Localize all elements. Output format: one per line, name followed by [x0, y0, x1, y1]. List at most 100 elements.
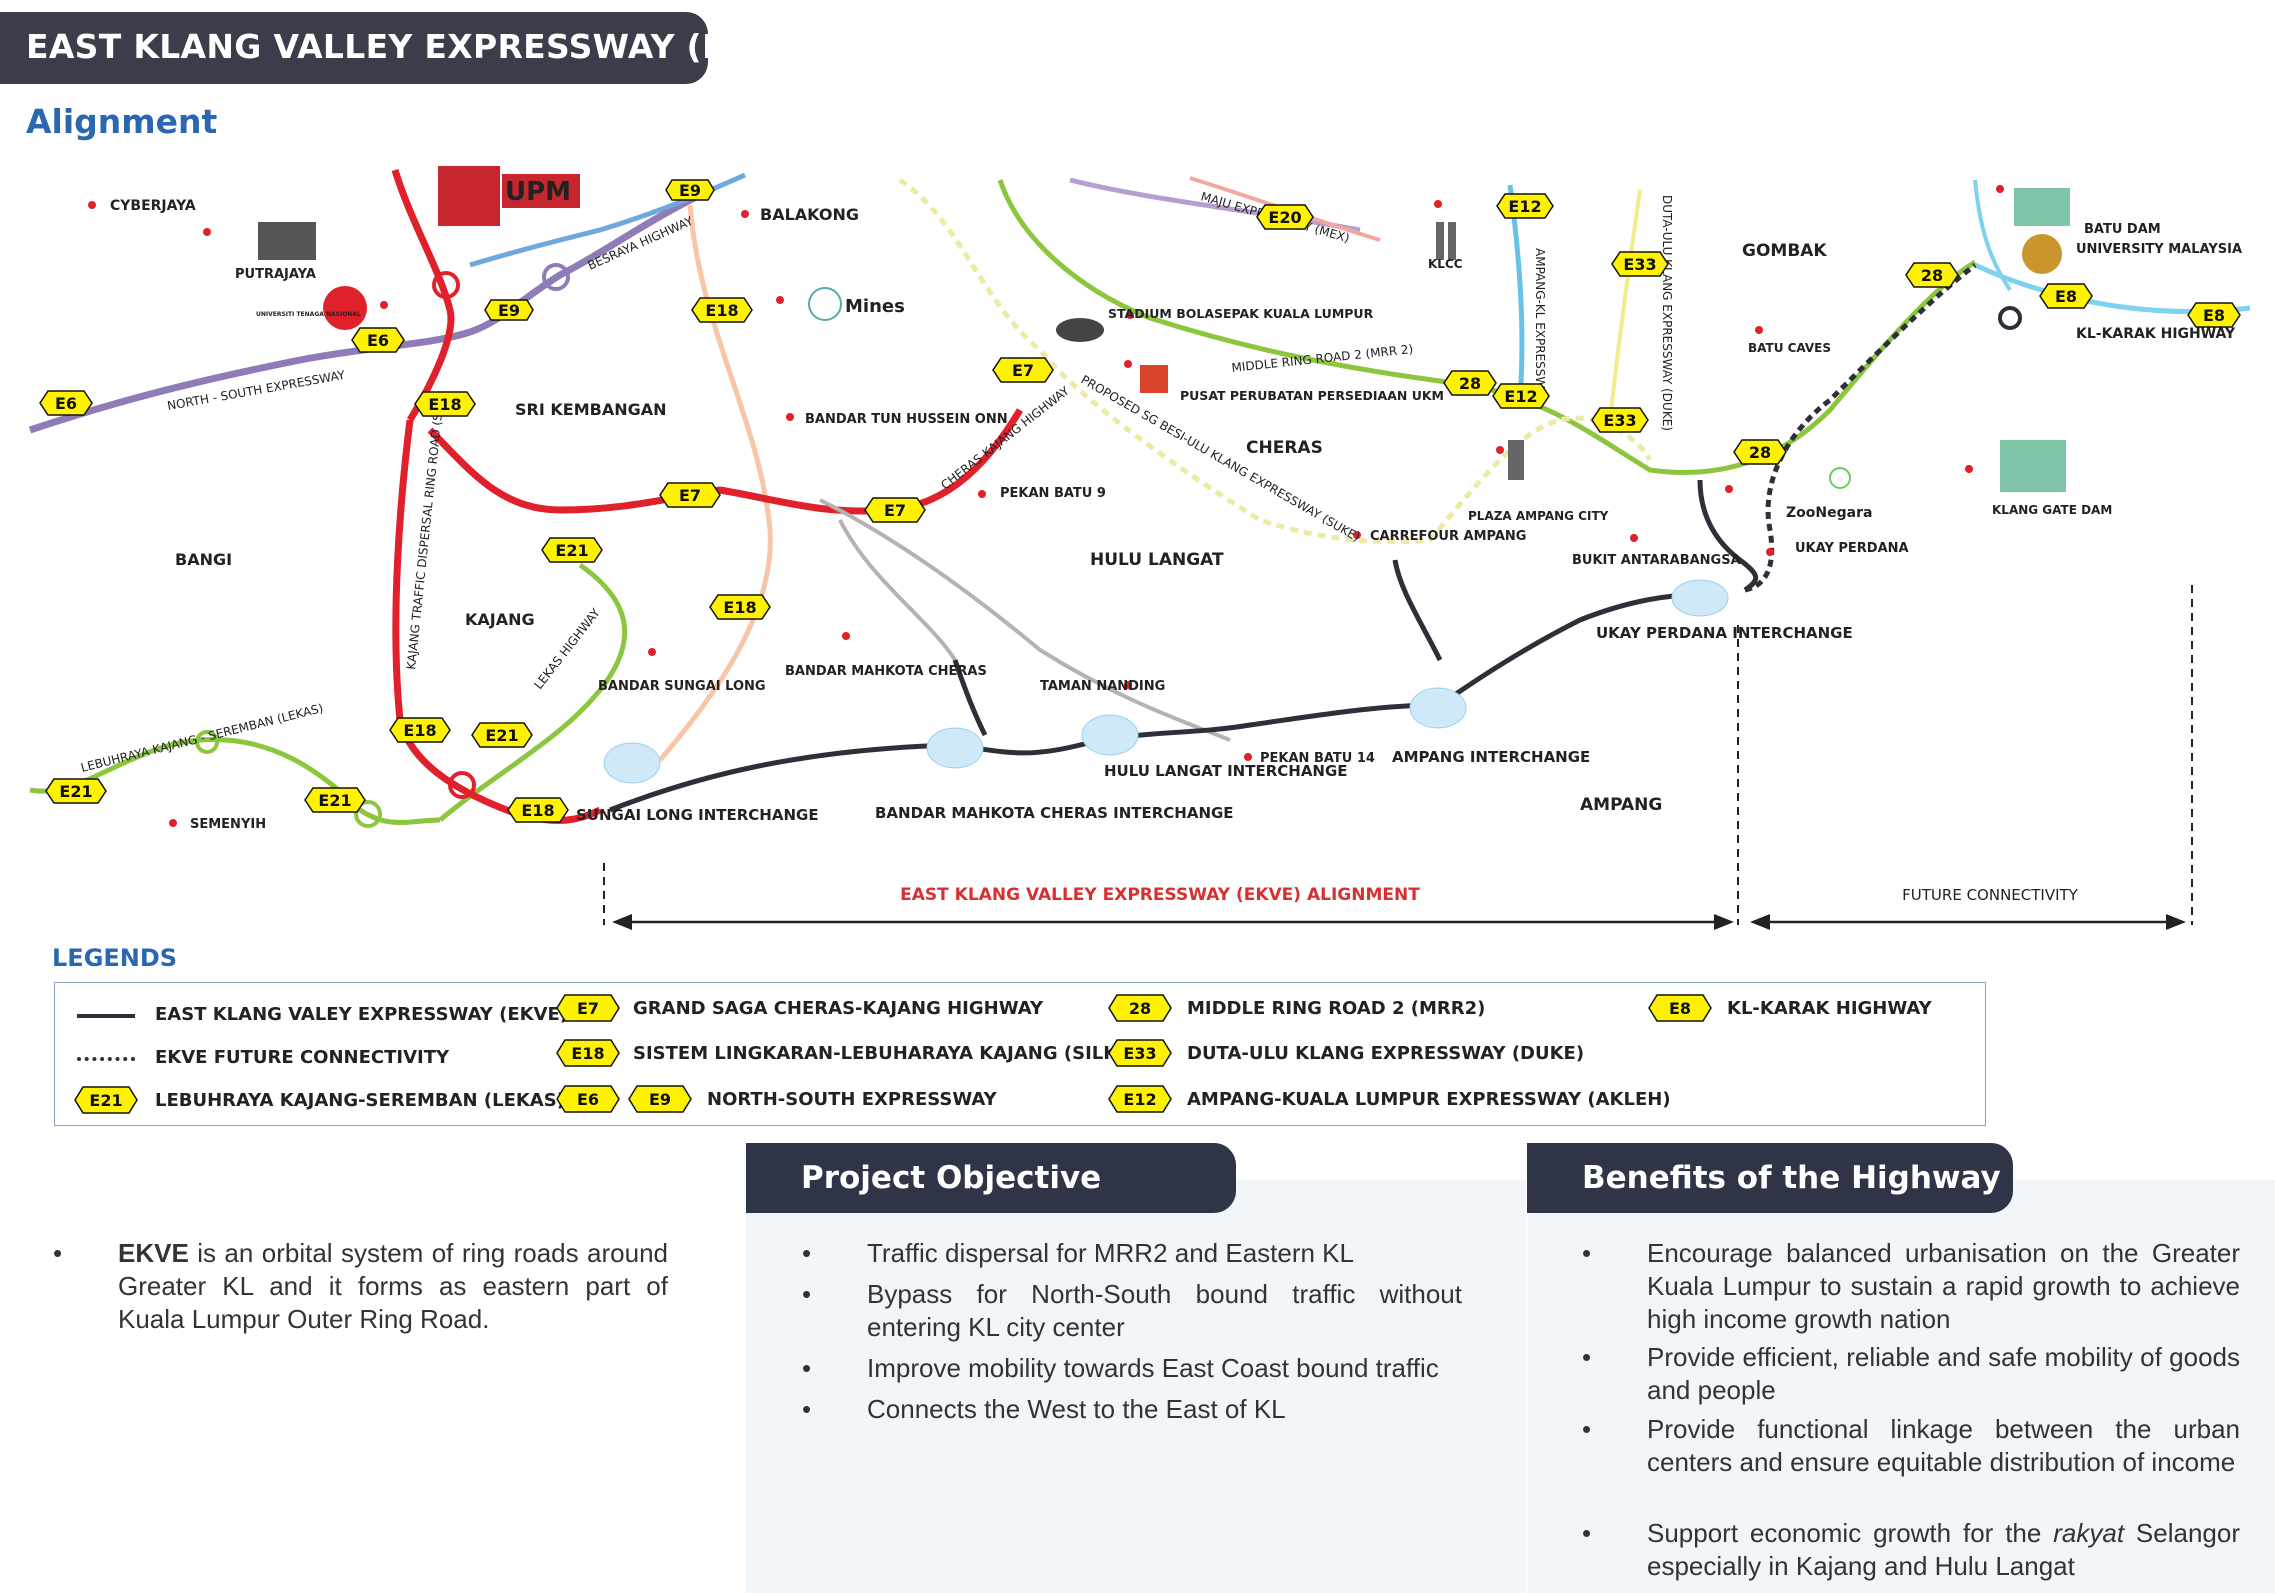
- duke-label: DUTA-ULU KLANG EXPRESSWAY (DUKE): [1660, 195, 1674, 431]
- e20-shield-icon: E20: [1256, 204, 1314, 230]
- carrefour-ampang-dot: [1353, 531, 1361, 539]
- stadium-dot: [1126, 311, 1134, 319]
- e7-shield-3-icon: E7: [992, 357, 1054, 383]
- batu-caves-dot: [1755, 326, 1763, 334]
- kl-karak-interchange-icon: [1998, 306, 2022, 330]
- sungai-long-interchange-label: SUNGAI LONG INTERCHANGE: [576, 806, 819, 824]
- besraya-interchange-icon: [542, 263, 570, 291]
- e21-shield-3-icon: E21: [45, 778, 107, 804]
- ekve-ukay-spur-road: [1697, 479, 1759, 593]
- benefits-item: Provide functional linkage between the u…: [1582, 1413, 2240, 1479]
- balakong-label: BALAKONG: [760, 205, 859, 224]
- benefits-item: Encourage balanced urbanisation on the G…: [1582, 1237, 2240, 1336]
- zoo-dot: [1725, 485, 1733, 493]
- svg-text:E33: E33: [1623, 255, 1656, 274]
- akleh-label: AMPANG-KL EXPRESSWAY: [1533, 248, 1547, 403]
- pusat-perubatan-dot: [1124, 360, 1132, 368]
- pekan-batu-14-label: PEKAN BATU 14: [1260, 751, 1375, 766]
- objective-item: Traffic dispersal for MRR2 and Eastern K…: [802, 1237, 1467, 1270]
- kl-karak-label: KL-KARAK HIGHWAY: [2076, 326, 2236, 342]
- lekas-road: [29, 737, 441, 825]
- svg-text:E8: E8: [1669, 999, 1691, 1018]
- bandar-sungai-long-dot: [648, 648, 656, 656]
- svg-text:28: 28: [1459, 374, 1481, 393]
- legend-e21-shield-icon: E21: [74, 1086, 138, 1114]
- e9-shield-icon: E9: [484, 299, 534, 321]
- hulu-langat-label: HULU LANGAT: [1090, 550, 1224, 570]
- legend-e7-shield-icon: E7: [556, 994, 620, 1022]
- svg-text:E7: E7: [679, 486, 701, 505]
- putrajaya-icon: [258, 222, 316, 260]
- svg-text:E18: E18: [705, 301, 738, 320]
- legend-duke-label: DUTA-ULU KLANG EXPRESSWAY (DUKE): [1187, 1043, 1585, 1064]
- e33-shield-2-icon: E33: [1591, 407, 1649, 433]
- svg-text:E33: E33: [1603, 411, 1636, 430]
- legend-e6-e9-label: NORTH-SOUTH EXPRESSWAY: [707, 1089, 997, 1110]
- title-bar: [0, 12, 708, 84]
- ukay-perdana-interchange-marker: [1671, 579, 1729, 617]
- svg-text:28: 28: [1749, 443, 1771, 462]
- upm-label: UPM: [505, 177, 571, 207]
- pekan-batu-14-dot: [1244, 753, 1252, 761]
- university-malaysia-logo-icon: [2022, 234, 2062, 274]
- future-line-swatch: [77, 1057, 135, 1061]
- ampang-label: AMPANG: [1580, 795, 1662, 815]
- svg-text:E9: E9: [679, 181, 701, 200]
- carrefour-ampang-label: CARREFOUR AMPANG: [1370, 529, 1526, 544]
- svg-text:E21: E21: [89, 1091, 122, 1110]
- suke-road: [898, 177, 1653, 545]
- duke-road: [1608, 189, 1642, 421]
- bandar-mahkota-cheras-label: BANDAR MAHKOTA CHERAS: [785, 664, 987, 679]
- mines-dot: [776, 296, 784, 304]
- taman-nanding-label: TAMAN NANDING: [1040, 679, 1165, 694]
- svg-text:E6: E6: [367, 331, 389, 350]
- stadium-icon: [1056, 318, 1104, 342]
- uniten-logo-icon: [323, 286, 367, 330]
- e18-shield-icon: E18: [414, 391, 476, 417]
- legend-e8-shield-icon: E8: [1648, 994, 1712, 1022]
- svg-text:E33: E33: [1123, 1044, 1156, 1063]
- lekas-highway-label: LEKAS HIGHWAY: [531, 605, 603, 692]
- upm-logo-icon: [438, 166, 580, 226]
- balakong-dot: [741, 210, 749, 218]
- legend-box: EAST KLANG VALEY EXPRESSWAY (EKVE) EKVE …: [54, 982, 1986, 1126]
- r28-shield-3-icon: 28: [1905, 262, 1959, 288]
- semenyih-label: SEMENYIH: [190, 817, 266, 832]
- hulu-langat-interchange-marker: [1081, 714, 1139, 756]
- svg-text:E18: E18: [571, 1044, 604, 1063]
- batu-caves-label: BATU CAVES: [1748, 341, 1831, 355]
- e21-shield-2-icon: E21: [471, 722, 533, 748]
- pusat-perubatan-logo-icon: [1140, 365, 1168, 393]
- besraya-highway-label: BESRAYA HIGHWAY: [586, 213, 696, 272]
- sri-kembangan-label: SRI KEMBANGAN: [515, 400, 667, 419]
- mex-road: [1069, 177, 1361, 233]
- bandar-tun-hussein-onn-dot: [786, 413, 794, 421]
- kl-karak-branch-road: [1973, 179, 2012, 292]
- objective-title: Project Objective: [746, 1143, 1236, 1213]
- svg-text:E18: E18: [723, 598, 756, 617]
- r28-shield-2-icon: 28: [1733, 439, 1787, 465]
- mines-logo-icon: [808, 287, 842, 321]
- objective-item: Bypass for North-South bound traffic wit…: [802, 1278, 1462, 1344]
- page-title: EAST KLANG VALLEY EXPRESSWAY (EKVE): [26, 27, 815, 66]
- e18-shield-2-icon: E18: [691, 297, 753, 323]
- grey-road-2: [838, 519, 957, 662]
- objective-item: Improve mobility towards East Coast boun…: [802, 1352, 1467, 1385]
- pusat-perubatan-label: PUSAT PERUBATAN PERSEDIAAN UKM: [1180, 388, 1444, 403]
- r28-shield-icon: 28: [1443, 370, 1497, 396]
- putrajaya-label: PUTRAJAYA: [235, 267, 316, 282]
- benefits-title: Benefits of the Highway: [1527, 1143, 2013, 1213]
- legend-lekas-label: LEBUHRAYA KAJANG-SEREMBAN (LEKAS): [155, 1090, 565, 1111]
- ekve-arrow-head-right-icon: [1714, 914, 1734, 930]
- plaza-ampang-city-dot: [1496, 446, 1504, 454]
- e7-shield-icon: E7: [659, 482, 721, 508]
- svg-text:E7: E7: [884, 501, 906, 520]
- e7-shield-2-icon: E7: [864, 497, 926, 523]
- bukit-antarabangsa-dot: [1630, 534, 1638, 542]
- ekve-alignment-label: EAST KLANG VALLEY EXPRESSWAY (EKVE) ALIG…: [900, 885, 1420, 905]
- e21-shield-icon: E21: [541, 537, 603, 563]
- future-arrow-head-right-icon: [2166, 914, 2186, 930]
- svg-text:28: 28: [1129, 999, 1151, 1018]
- svg-text:28: 28: [1921, 266, 1943, 285]
- sungai-long-interchange-marker: [603, 742, 661, 784]
